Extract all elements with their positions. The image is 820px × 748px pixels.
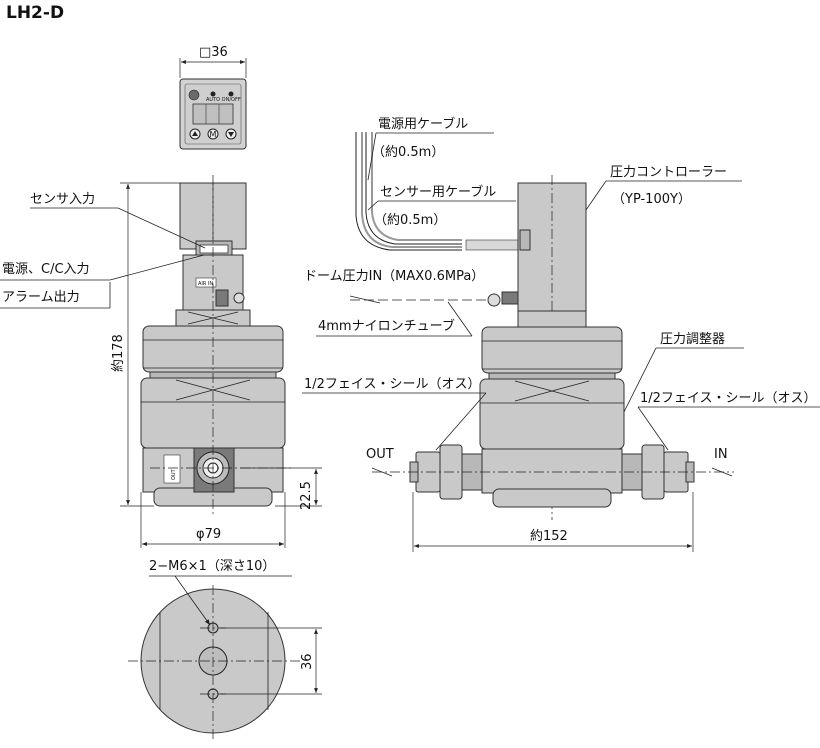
panel-display bbox=[192, 103, 234, 125]
side-view-callouts: 電源用ケーブル （約0.5m） センサー用ケーブル （約0.5m） 圧力コントロ… bbox=[302, 116, 820, 462]
diameter-label: φ79 bbox=[196, 527, 221, 542]
pressure-regulator-label: 圧力調整器 bbox=[660, 332, 725, 347]
alarm-output-label: アラーム出力 bbox=[2, 290, 80, 305]
power-cc-input-label: 電源、C/C入力 bbox=[2, 262, 90, 277]
bottom-36-label: 36 bbox=[300, 653, 315, 670]
sensor-connector bbox=[199, 244, 229, 254]
maker-logo-icon bbox=[188, 89, 200, 101]
mode-button-icon bbox=[207, 128, 219, 140]
controller-panel-front: AUTO ON/OFF M bbox=[179, 78, 247, 150]
power-cable-length: （約0.5m） bbox=[372, 145, 444, 160]
panel-dimension: □36 bbox=[179, 45, 247, 78]
tap-holes-label: 2−M6×1（深さ10） bbox=[149, 559, 275, 574]
height-22-5-dimension: 22.5 bbox=[240, 467, 322, 510]
diameter-dimension: φ79 bbox=[140, 492, 286, 548]
dome-pressure-in-label: ドーム圧力IN（MAX0.6MPa） bbox=[304, 269, 484, 284]
panel-size-label: □36 bbox=[199, 45, 228, 60]
panel-mode-text: AUTO ON/OFF bbox=[206, 97, 241, 103]
face-seal-left-label: 1/2フェイス・シール（オス） bbox=[304, 377, 481, 392]
width-152-label: 約152 bbox=[530, 529, 568, 544]
sensor-cable-length: （約0.5m） bbox=[374, 213, 446, 228]
air-in-port-label: AIR IN bbox=[198, 281, 213, 287]
out-port-label: OUT bbox=[171, 468, 177, 480]
controller-model-label: （YP-100Y） bbox=[612, 192, 691, 207]
model-title: LH2-D bbox=[6, 3, 64, 23]
bottom-36-dimension: 36 bbox=[220, 627, 322, 695]
face-seal-right-label: 1/2フェイス・シール（オス） bbox=[640, 391, 817, 406]
in-label: IN bbox=[714, 447, 728, 462]
pressure-controller-label: 圧力コントローラー bbox=[610, 165, 727, 180]
nylon-tube-label: 4mmナイロンチューブ bbox=[318, 318, 455, 334]
height-dimension: 約178 bbox=[111, 182, 180, 507]
out-label: OUT bbox=[366, 447, 394, 462]
front-view-callouts: センサ入力 電源、C/C入力 アラーム出力 bbox=[0, 192, 206, 309]
sensor-cable-label: センサー用ケーブル bbox=[380, 184, 496, 200]
height-22-5-label: 22.5 bbox=[299, 481, 314, 510]
front-view: AIR IN OUT bbox=[140, 175, 292, 515]
tap-hole-callout: 2−M6×1（深さ10） bbox=[149, 559, 292, 626]
height-label: 約178 bbox=[111, 334, 126, 372]
panel-m-label: M bbox=[210, 130, 217, 139]
sensor-input-label: センサ入力 bbox=[30, 192, 95, 207]
bottom-view bbox=[128, 585, 300, 740]
side-view bbox=[349, 132, 734, 520]
width-dimension: 約152 bbox=[412, 492, 694, 552]
power-cable-label: 電源用ケーブル bbox=[378, 116, 468, 132]
